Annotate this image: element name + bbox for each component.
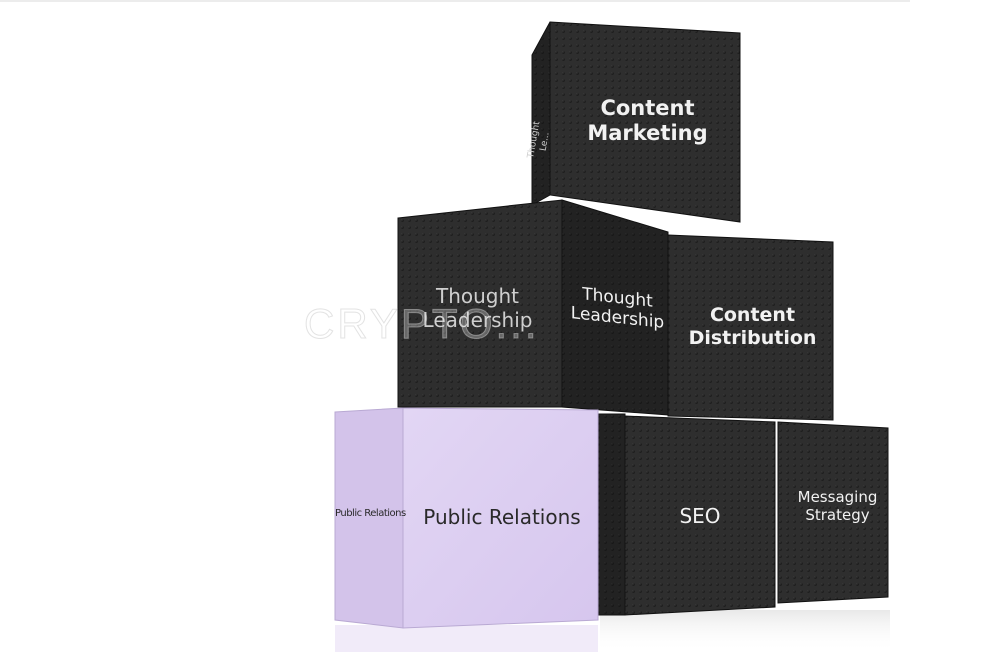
public-relations-front-label: Public Relations — [423, 505, 581, 529]
messaging-strategy-label: Messaging Strategy — [797, 488, 878, 524]
public-relations-side-label: Public Relations — [335, 508, 406, 519]
messaging-strategy-face — [777, 421, 889, 604]
watermark: CRYPTO... — [304, 300, 540, 348]
top-divider — [0, 0, 910, 2]
seo-label: SEO — [679, 504, 721, 528]
hidden-block-edge — [597, 413, 626, 616]
floor-reflection — [600, 610, 890, 652]
public-relations-front-face — [402, 407, 599, 629]
lavender-reflection — [335, 625, 598, 652]
content-distribution-face — [667, 234, 834, 421]
content-marketing-front-face — [549, 21, 741, 223]
seo-face — [624, 415, 776, 616]
content-distribution-label: Content Distribution — [688, 304, 817, 349]
thought-leadership-left-label: Thought Leadership — [422, 284, 533, 332]
content-marketing-label: Content Marketing — [587, 96, 708, 146]
content-marketing-side-face — [531, 21, 551, 206]
